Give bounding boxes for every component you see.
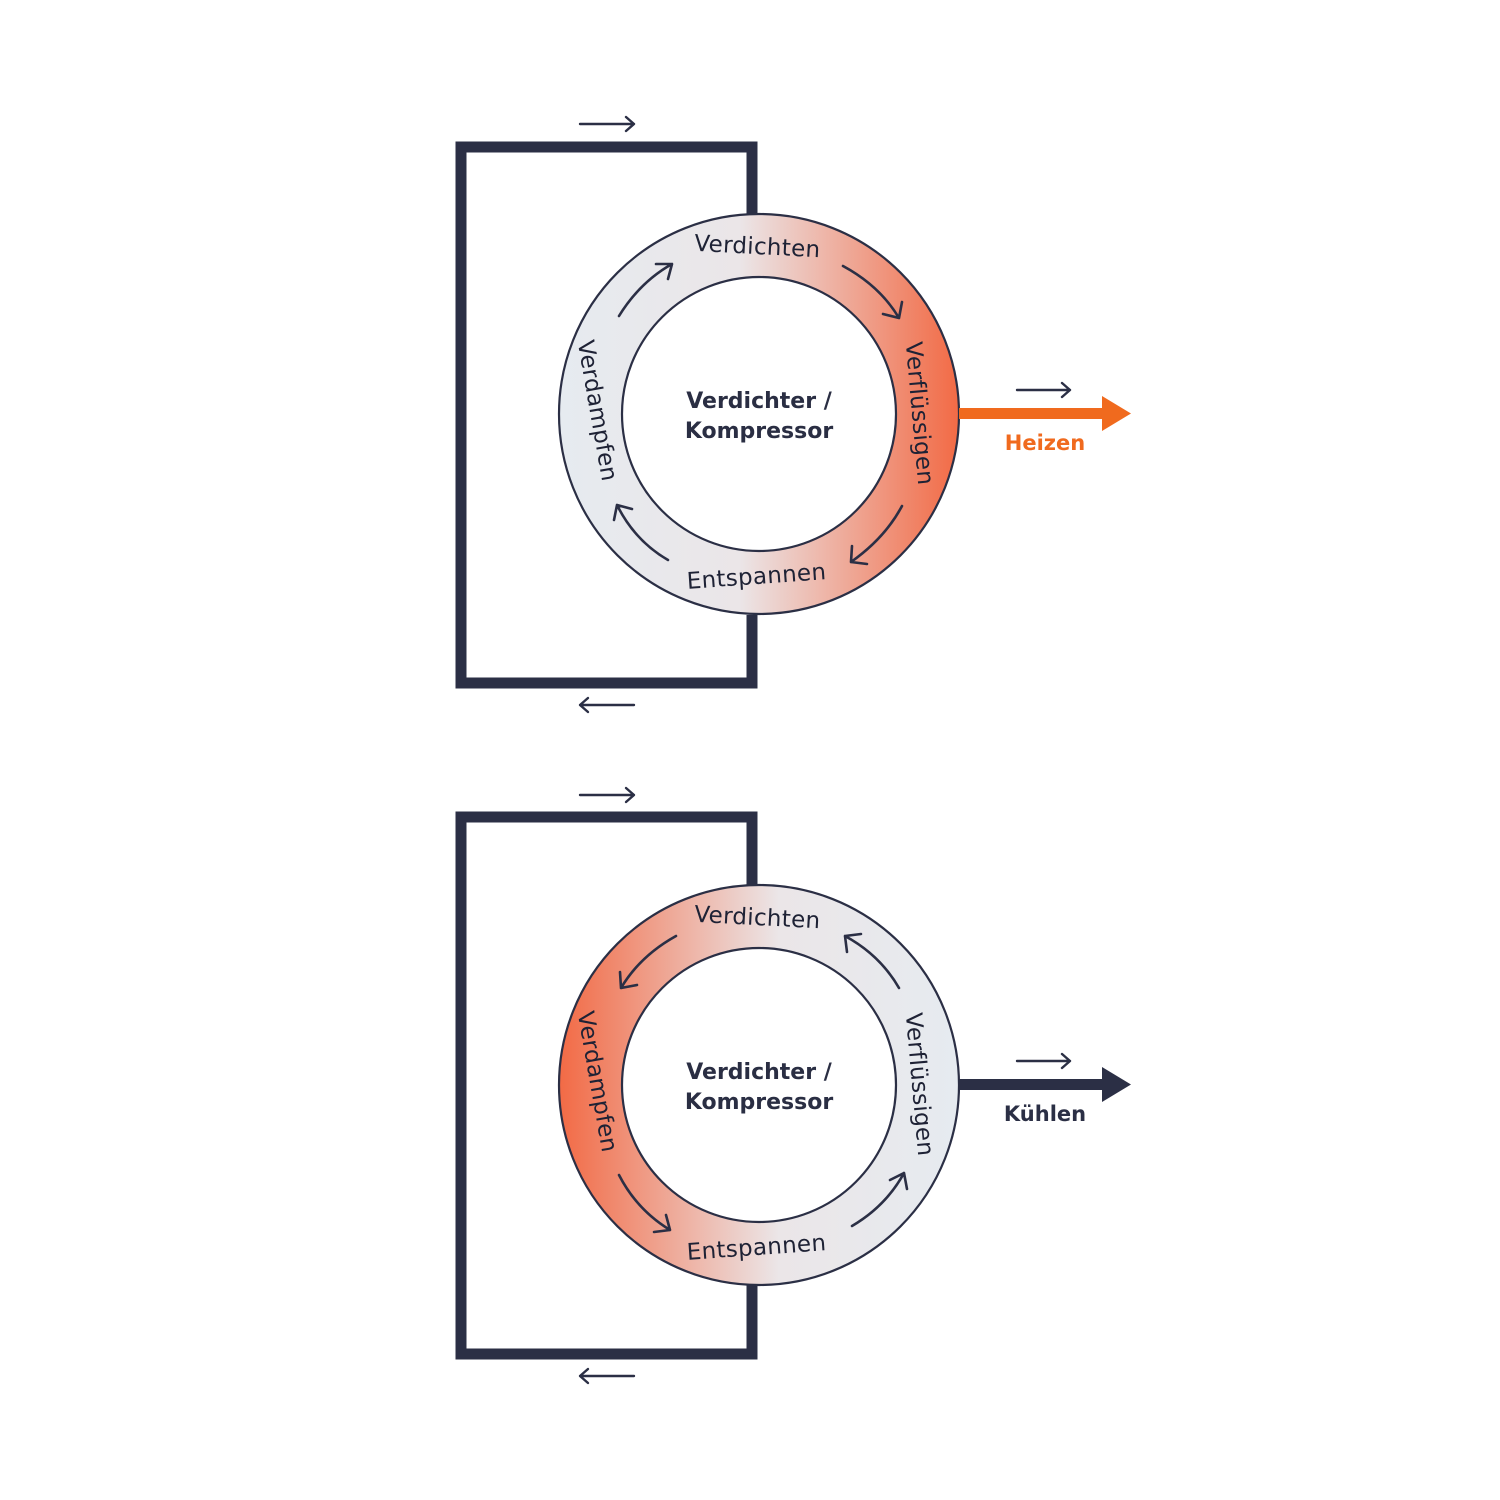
arrow-left-icon — [578, 696, 636, 714]
output-arrow-icon — [959, 396, 1131, 431]
arrow-right-icon — [578, 786, 636, 804]
refrigerant-loop — [455, 811, 758, 1360]
center-label-line1: Verdichter / — [686, 389, 833, 414]
cycle-ring — [557, 883, 961, 1287]
center-label-line2: Kompressor — [685, 1090, 834, 1115]
cycle-ring — [557, 212, 961, 616]
output-label-cooling: Kühlen — [1004, 1102, 1086, 1126]
arrow-left-icon — [578, 1367, 636, 1385]
curved-arrow-icon — [617, 932, 909, 1234]
output-arrow-icon — [959, 1067, 1131, 1102]
arrow-right-icon — [1015, 381, 1072, 399]
diagram-cooling: Verdichten Verflüssigen Entspannen Verda… — [455, 786, 1131, 1385]
output-label-heating: Heizen — [1005, 431, 1085, 455]
arrow-right-icon — [1015, 1052, 1072, 1070]
center-label-line1: Verdichter / — [686, 1060, 833, 1085]
curved-arrow-icon — [612, 262, 904, 566]
center-label-line2: Kompressor — [685, 419, 834, 444]
refrigerant-loop — [455, 141, 758, 689]
arrow-right-icon — [578, 115, 636, 133]
diagram-heating: Verdichten Verflüssigen Entspannen Verda… — [455, 115, 1131, 714]
